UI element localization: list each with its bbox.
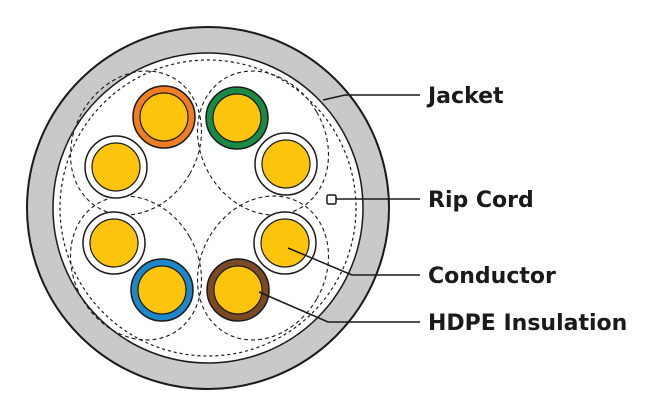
conductor-white-brown <box>253 211 317 275</box>
label-conductor: Conductor <box>428 264 556 289</box>
leader-line-conductor <box>287 247 420 276</box>
label-hdpe-insulation: HDPE Insulation <box>428 311 627 336</box>
pair-outline-top-right <box>196 70 330 216</box>
core-area <box>52 52 364 364</box>
conductor-white-green <box>254 132 318 196</box>
pair-outline-bottom-left <box>69 195 203 341</box>
core-wrap-dashed <box>59 59 357 357</box>
conductor-white-blue <box>82 211 146 275</box>
pair-outline-bottom-right <box>196 195 330 341</box>
conductor-brown <box>206 258 270 322</box>
leader-lines <box>258 94 420 323</box>
pair-outline-top-left <box>69 70 203 216</box>
conductor-white-orange <box>84 135 148 199</box>
leader-line-insulation <box>258 291 420 323</box>
conductor-blue <box>130 258 194 322</box>
label-jacket: Jacket <box>426 84 504 109</box>
conductor-green <box>205 86 269 150</box>
rip-cord-marker <box>326 194 337 205</box>
pair-outlines <box>69 70 330 341</box>
leader-line-jacket <box>322 94 420 101</box>
label-rip-cord: Rip Cord <box>428 188 534 213</box>
conductor-orange <box>132 85 196 149</box>
